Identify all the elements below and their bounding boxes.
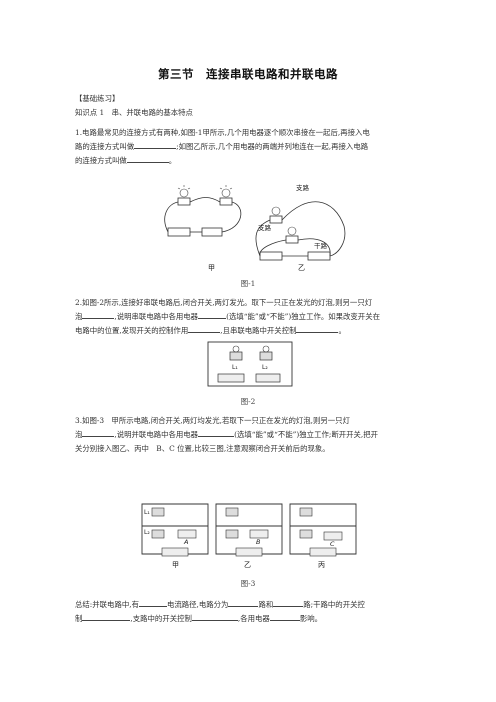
q2-text-e: ,且串联电路中开关控制 xyxy=(220,326,297,335)
summary-text-b: 电流路径,电路分为 xyxy=(166,600,229,609)
fig1-yi-switch xyxy=(307,251,331,261)
fig1-jia-lamp2-base xyxy=(219,197,233,206)
fig3-label-l2: L₂ xyxy=(144,529,150,536)
fig3-label-bing: 丙 xyxy=(318,561,325,569)
summary-text-d: 路;干路中的开关控 xyxy=(303,600,365,609)
summary-text-g: ,各用电器 xyxy=(237,614,270,623)
fig2-lamp-2 xyxy=(259,351,273,361)
q1-answer-blank-2[interactable] xyxy=(126,154,169,163)
summary-blank-5[interactable] xyxy=(191,612,238,621)
q2-line-3: 电路中的位置,发现开关的控制作用 ,且串联电路中开关控制 。 xyxy=(75,324,346,337)
fig3-label-b: B xyxy=(256,538,261,546)
fig3-jia-battery xyxy=(161,547,189,557)
figure-2-caption: 图-2 xyxy=(240,397,256,406)
figure-3-caption: 图-3 xyxy=(240,579,256,588)
fig3-switch-a xyxy=(177,529,197,539)
q2-text-b: ,说明串联电路中各用电器 xyxy=(114,312,199,321)
q2-answer-blank-2[interactable] xyxy=(198,310,227,319)
q2-text-f: 。 xyxy=(338,326,346,335)
summary-text-h: 影响。 xyxy=(299,614,322,623)
figure-1-circuits: 甲 乙 支路 支路 干路 xyxy=(164,183,346,272)
fig3-label-c: C xyxy=(330,540,335,548)
summary-blank-2[interactable] xyxy=(228,598,259,607)
fig3-yi-battery xyxy=(235,547,263,557)
fig2-label-l2: L₂ xyxy=(262,364,268,371)
fig3-switch-b xyxy=(249,529,269,539)
fig3-bing-battery xyxy=(309,547,337,557)
q1-line-1: 1.电路最常见的连接方式有两种,如图-1甲所示,几个用电器逐个顺次串接在一起后,… xyxy=(75,128,370,137)
q2-answer-blank-3[interactable] xyxy=(188,324,221,333)
summary-text-e: 制 xyxy=(75,614,83,623)
q1-text-c: 的连接方式叫做 xyxy=(75,156,127,165)
q1-answer-blank-1[interactable] xyxy=(134,140,177,149)
summary-blank-1[interactable] xyxy=(138,598,167,607)
knowledge-point-heading: 知识点 1 串、并联电路的基本特点 xyxy=(75,108,193,117)
section-tag: 【基础练习】 xyxy=(75,94,120,103)
q3-text-c: (选填“能”或“不能”)独立工作;断开开关,把开 xyxy=(234,430,379,439)
q1-line-2: 路的连接方式叫做 ;如图乙所示,几个用电器的两端并列地连在一起,再接入电路 xyxy=(75,140,368,153)
fig1-jia-lamp1-base xyxy=(177,197,191,206)
q3-line-2: 泡 ,说明并联电路中各用电器 (选填“能”或“不能”)独立工作;断开开关,把开 xyxy=(75,428,378,441)
fig3-label-a: A xyxy=(183,538,188,546)
fig1-jia-switch xyxy=(201,227,223,237)
q3-line-3: 关分别接入图乙、丙中 B、C 位置,比较三图,注意观察闭合开关前后的现象。 xyxy=(75,444,330,453)
fig1-label-yi: 乙 xyxy=(298,264,305,272)
q2-text-d: 电路中的位置,发现开关的控制作用 xyxy=(75,326,189,335)
fig3-label-yi: 乙 xyxy=(244,561,251,569)
fig1-label-branch-top: 支路 xyxy=(296,183,310,192)
figure-1-caption: 图-1 xyxy=(240,279,256,288)
page-title: 第三节 连接串联电路和并联电路 xyxy=(158,67,338,81)
fig3-switch-c xyxy=(323,531,343,541)
figure-3-parallel-circuits: L₁ L₂ A B C 甲 乙 丙 xyxy=(141,503,357,569)
q3-answer-blank-2[interactable] xyxy=(198,428,235,437)
fig1-label-jia: 甲 xyxy=(208,264,215,272)
q1-text-a: 路的连接方式叫做 xyxy=(75,142,135,151)
summary-blank-3[interactable] xyxy=(273,598,304,607)
q1-text-d: 。 xyxy=(168,156,177,165)
fig3-label-jia: 甲 xyxy=(172,561,179,569)
summary-line-1: 总结:并联电路中,有 电流路径,电路分为 路和 路;干路中的开关控 xyxy=(75,598,365,611)
summary-blank-6[interactable] xyxy=(269,612,300,621)
fig2-switch xyxy=(255,373,281,383)
fig1-label-main-line: 干路 xyxy=(314,241,328,250)
q2-answer-blank-1[interactable] xyxy=(82,310,115,319)
q1-line-3: 的连接方式叫做 。 xyxy=(75,154,176,167)
fig1-label-branch-bottom: 支路 xyxy=(258,223,272,232)
fig1-yi-lamp-bottom-base xyxy=(285,235,299,244)
summary-text-f: ,支路中的开关控制 xyxy=(130,614,192,623)
q3-text-a: 泡 xyxy=(75,430,83,439)
summary-text-a: 总结:并联电路中,有 xyxy=(75,600,139,609)
fig2-lamp-1 xyxy=(229,351,243,361)
summary-blank-4[interactable] xyxy=(82,612,131,621)
q3-line-1: 3.如图-3 甲所示电路,闭合开关,两灯均发光,若取下一只正在发光的灯泡,则另一… xyxy=(75,416,350,425)
q2-answer-blank-4[interactable] xyxy=(296,324,339,333)
q2-line-1: 2.如图-2所示,连接好串联电路后,闭合开关,两灯发光。取下一只正在发光的灯泡,… xyxy=(75,298,373,307)
q2-line-2: 泡 ,说明串联电路中各用电器 (选填“能”或“不能”)独立工作。如果改变开关在 xyxy=(75,310,380,323)
figure-2-series-circuit: L₁ L₂ xyxy=(207,341,293,387)
summary-text-c: 路和 xyxy=(258,600,274,609)
fig1-yi-lamp-top-base xyxy=(269,215,283,224)
summary-line-2: 制 ,支路中的开关控制 ,各用电器 影响。 xyxy=(75,612,322,625)
q2-text-a: 泡 xyxy=(75,312,83,321)
fig1-yi-battery xyxy=(259,251,283,261)
q1-text-b: ;如图乙所示,几个用电器的两端并列地连在一起,再接入电路 xyxy=(176,142,369,151)
fig1-jia-battery xyxy=(167,227,191,237)
q3-text-b: ,说明并联电路中各用电器 xyxy=(114,430,199,439)
q2-text-c: (选填“能”或“不能”)独立工作。如果改变开关在 xyxy=(226,312,380,321)
fig2-battery xyxy=(217,373,245,383)
fig2-label-l1: L₁ xyxy=(232,364,238,371)
q3-answer-blank-1[interactable] xyxy=(82,428,115,437)
fig3-label-l1: L₁ xyxy=(144,509,150,516)
